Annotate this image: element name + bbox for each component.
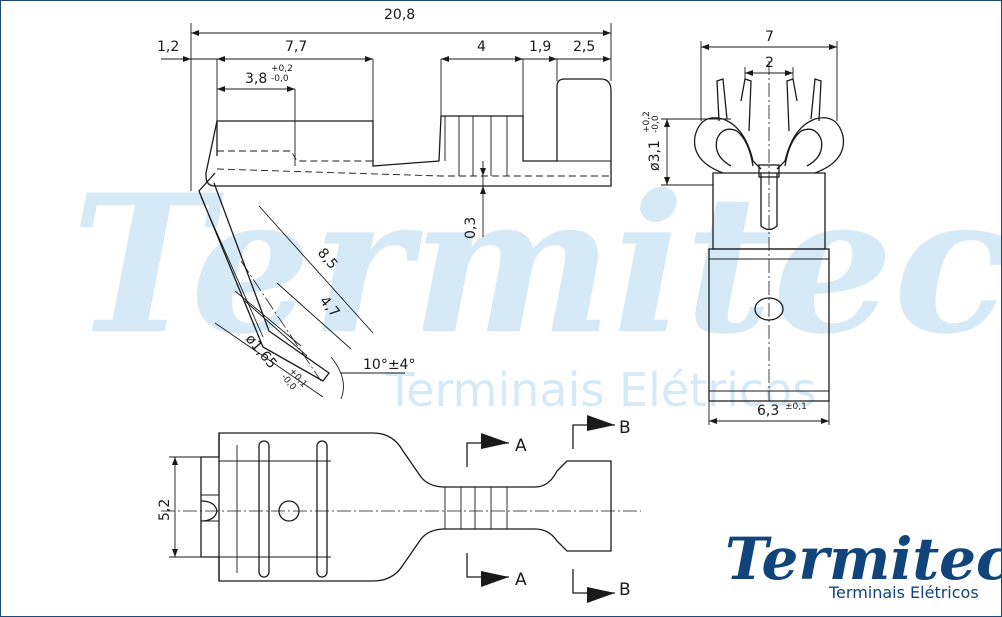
section-b-bottom: B: [619, 580, 631, 600]
dim-height: 5,2: [157, 499, 173, 521]
section-b-top: B: [619, 418, 631, 438]
logo-brand: Termitec: [725, 525, 1001, 593]
dim-slot-tol-minus: -0,0: [271, 74, 289, 84]
top-view: 5,2 A A B B: [157, 415, 641, 603]
dim-diameter-tol-plus: +0,2: [642, 111, 652, 133]
watermark-brand: Termitec: [71, 153, 1001, 376]
dim-crimp: 4: [477, 39, 486, 55]
end-view: 7 2 ø3,1 +0,2 -0,0 6,3 ±0,1: [642, 29, 845, 425]
watermark-tagline: Terminais Elétricos: [385, 363, 816, 417]
dim-offset: 1,2: [157, 39, 179, 55]
dim-angle: 10°±4°: [363, 357, 415, 373]
dim-receptacle: 7,7: [285, 39, 307, 55]
dim-thickness: 0,3: [463, 217, 479, 239]
dim-gap: 1,9: [529, 39, 551, 55]
dim-diameter-tol-minus: -0,0: [651, 115, 661, 133]
dim-slot-tol-plus: +0,2: [271, 64, 293, 74]
dim-tab-width-tol: ±0,1: [785, 402, 807, 412]
dim-width-top: 7: [765, 29, 774, 45]
logo-tagline: Terminais Elétricos: [828, 583, 979, 602]
dim-total-length: 20,8: [384, 7, 415, 23]
section-a-top: A: [515, 436, 527, 456]
dim-tab-width: 6,3: [757, 403, 779, 419]
dim-inner: 2: [765, 55, 774, 71]
watermark: Termitec Terminais Elétricos: [71, 153, 1001, 417]
dim-tab-end: 2,5: [573, 39, 595, 55]
dim-slot: 3,8: [245, 71, 267, 87]
termitec-logo: Termitec Terminais Elétricos: [725, 525, 1001, 602]
section-a-bottom: A: [515, 570, 527, 590]
dim-diameter: ø3,1: [647, 140, 663, 171]
